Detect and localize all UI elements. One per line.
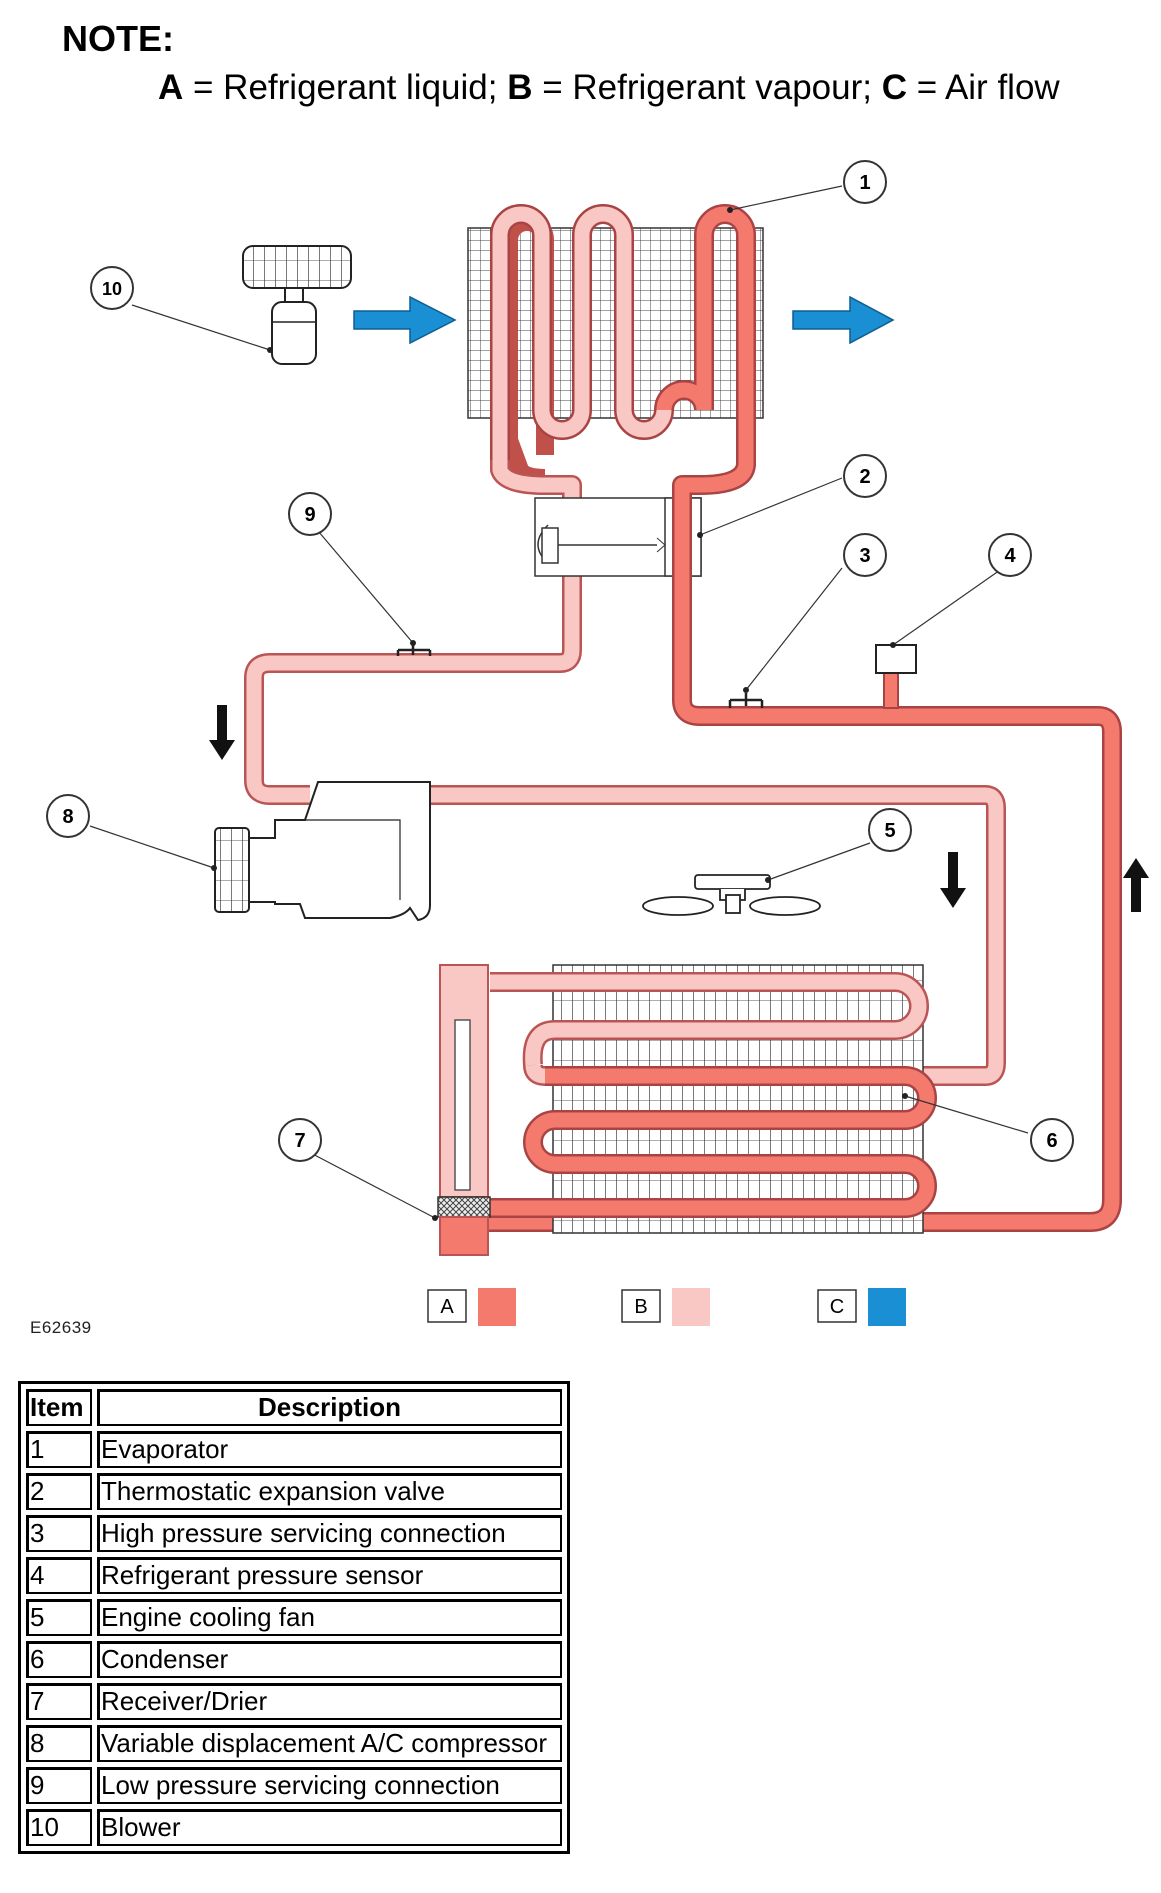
callout-6-label: 6 bbox=[1046, 1130, 1057, 1152]
row-description: Variable displacement A/C compressor bbox=[97, 1725, 562, 1762]
legend-b-swatch bbox=[672, 1288, 710, 1326]
row-description: Thermostatic expansion valve bbox=[97, 1473, 562, 1510]
row-description: Refrigerant pressure sensor bbox=[97, 1557, 562, 1594]
flow-direction-arrows bbox=[209, 705, 1149, 912]
row-item: 6 bbox=[26, 1641, 92, 1678]
colour-legend: A B C bbox=[427, 1288, 906, 1326]
note-text-b: = Refrigerant vapour; bbox=[532, 68, 882, 107]
note-key-a: A bbox=[158, 68, 184, 107]
callout-9: 9 bbox=[288, 492, 332, 536]
row-description: Receiver/Drier bbox=[97, 1683, 562, 1720]
row-description: Engine cooling fan bbox=[97, 1599, 562, 1636]
condenser bbox=[478, 964, 937, 1234]
row-item: 2 bbox=[26, 1473, 92, 1510]
row-description: High pressure servicing connection bbox=[97, 1515, 562, 1552]
vapour-lines bbox=[244, 460, 1006, 1086]
header-description: Description bbox=[97, 1389, 562, 1426]
flow-arrow-down-right bbox=[940, 852, 966, 908]
callout-2-label: 2 bbox=[859, 466, 870, 488]
row-item: 1 bbox=[26, 1431, 92, 1468]
callout-5-label: 5 bbox=[884, 820, 895, 842]
receiver-drier bbox=[437, 964, 491, 1256]
flow-arrow-down-left bbox=[209, 705, 235, 760]
callout-6: 6 bbox=[1030, 1118, 1074, 1162]
callout-5: 5 bbox=[868, 808, 912, 852]
note-key-b: B bbox=[507, 68, 533, 107]
row-item: 9 bbox=[26, 1767, 92, 1804]
evaporator bbox=[467, 204, 764, 487]
header-item: Item bbox=[26, 1389, 92, 1426]
callout-9-label: 9 bbox=[304, 504, 315, 526]
table-header-row: Item Description bbox=[26, 1389, 562, 1426]
row-description: Evaporator bbox=[97, 1431, 562, 1468]
callout-2: 2 bbox=[843, 454, 887, 498]
callouts: 1 2 3 4 5 6 7 8 9 10 bbox=[46, 160, 1074, 1162]
high-pressure-service-port bbox=[728, 693, 764, 708]
callout-3-label: 3 bbox=[859, 545, 870, 567]
air-arrow-out bbox=[792, 295, 895, 345]
compressor bbox=[214, 781, 431, 922]
callout-7-label: 7 bbox=[294, 1130, 305, 1152]
leader-lines bbox=[89, 185, 1029, 1221]
callout-8: 8 bbox=[46, 794, 90, 838]
row-description: Blower bbox=[97, 1809, 562, 1846]
legend-b: B bbox=[621, 1288, 710, 1326]
legend-a-swatch bbox=[478, 1288, 516, 1326]
callout-10-label: 10 bbox=[102, 279, 122, 299]
callout-10: 10 bbox=[90, 266, 134, 310]
blower bbox=[242, 245, 352, 365]
ac-system-diagram: 1 2 3 4 5 6 7 8 9 10 A B C bbox=[46, 160, 1149, 1326]
legend-c-key: C bbox=[830, 1296, 844, 1318]
legend-a-key: A bbox=[440, 1296, 454, 1318]
row-item: 4 bbox=[26, 1557, 92, 1594]
row-item: 10 bbox=[26, 1809, 92, 1846]
engine-cooling-fan bbox=[642, 874, 821, 916]
figure-id: E62639 bbox=[30, 1318, 92, 1337]
callout-3: 3 bbox=[843, 533, 887, 577]
legend-b-key: B bbox=[634, 1296, 647, 1318]
pressure-sensor bbox=[875, 644, 917, 709]
row-item: 7 bbox=[26, 1683, 92, 1720]
row-description: Condenser bbox=[97, 1641, 562, 1678]
legend-a: A bbox=[427, 1288, 516, 1326]
row-item: 5 bbox=[26, 1599, 92, 1636]
callout-4-label: 4 bbox=[1004, 545, 1016, 567]
row-description: Low pressure servicing connection bbox=[97, 1767, 562, 1804]
note-text-a: = Refrigerant liquid; bbox=[183, 68, 508, 107]
callout-1: 1 bbox=[843, 160, 887, 204]
legend-c: C bbox=[817, 1288, 906, 1326]
callout-4: 4 bbox=[988, 533, 1032, 577]
legend-c-swatch bbox=[868, 1288, 906, 1326]
note-line: A = Refrigerant liquid; B = Refrigerant … bbox=[158, 68, 1060, 108]
callout-1-label: 1 bbox=[859, 172, 870, 194]
air-arrow-in bbox=[353, 295, 457, 345]
row-item: 3 bbox=[26, 1515, 92, 1552]
note-key-c: C bbox=[881, 68, 907, 107]
note-text-c: = Air flow bbox=[906, 68, 1060, 107]
note-title: NOTE: bbox=[62, 18, 174, 59]
row-item: 8 bbox=[26, 1725, 92, 1762]
callout-8-label: 8 bbox=[62, 806, 73, 828]
low-pressure-service-port bbox=[396, 643, 432, 656]
liquid-lines bbox=[478, 455, 1122, 1232]
flow-arrow-up-right bbox=[1123, 858, 1149, 912]
callout-7: 7 bbox=[278, 1118, 322, 1162]
